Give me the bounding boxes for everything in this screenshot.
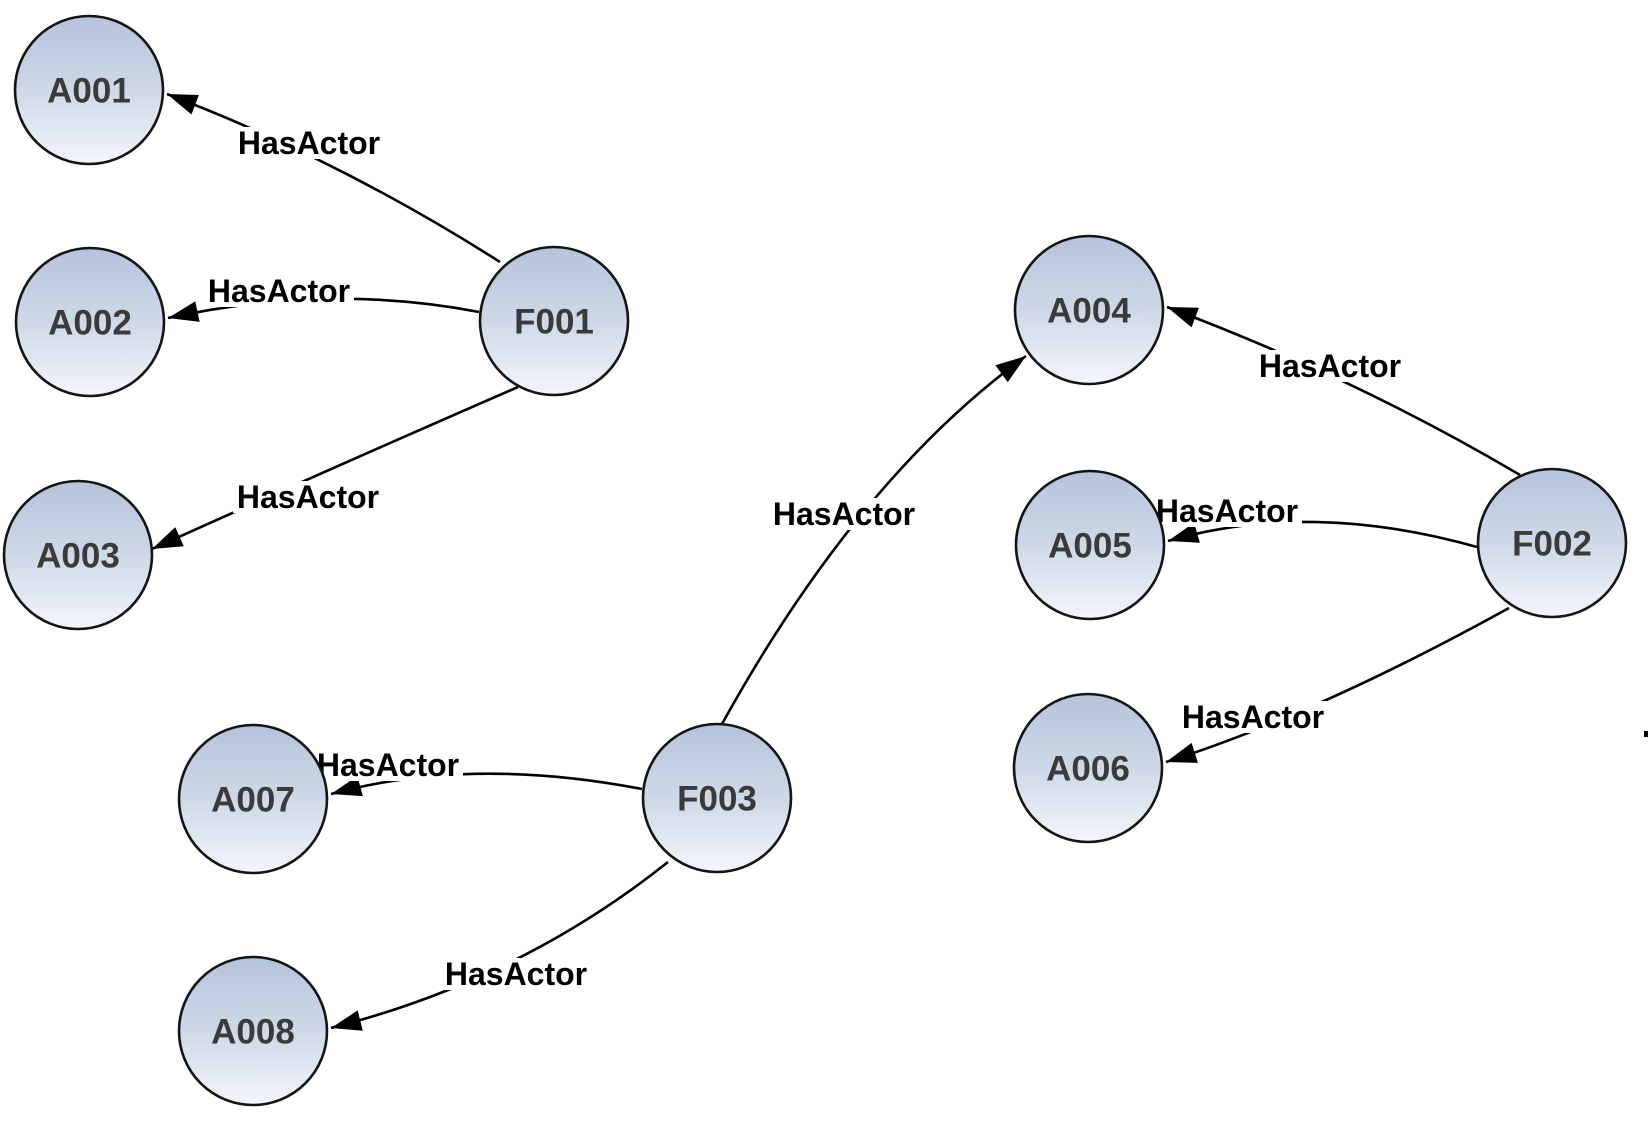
node-circle[interactable] [1476, 467, 1628, 619]
edge-F001-A003 [151, 385, 519, 551]
edge-label-text: HasActor [1156, 493, 1298, 529]
edge-label-background [233, 481, 383, 513]
node-A005[interactable]: A005 [1014, 469, 1166, 621]
node-circle[interactable] [478, 245, 630, 397]
edge-label-background [1255, 350, 1405, 382]
edge-label-background [769, 498, 919, 530]
edge-label-background [1178, 701, 1328, 733]
node-circle[interactable] [177, 955, 329, 1107]
edge-label-F002-A004: HasActor [1255, 348, 1405, 384]
node-circle[interactable] [1012, 692, 1164, 844]
edge-label-text: HasActor [317, 747, 459, 783]
node-F003[interactable]: F003 [641, 722, 793, 874]
node-circle[interactable] [177, 723, 329, 875]
edge-F002-A005 [1167, 520, 1478, 549]
edge-label-F001-A003: HasActor [233, 479, 383, 515]
node-A003[interactable]: A003 [2, 479, 154, 631]
node-circle[interactable] [1014, 469, 1166, 621]
node-A004[interactable]: A004 [1013, 234, 1165, 386]
node-A007[interactable]: A007 [177, 723, 329, 875]
edge-label-background [1152, 495, 1302, 527]
node-F002[interactable]: F002 [1476, 467, 1628, 619]
node-label: A001 [47, 72, 131, 111]
edge-label-F003-A007: HasActor [313, 747, 463, 783]
node-label: A002 [48, 304, 132, 343]
edge-label-F003-A004: HasActor [769, 496, 919, 532]
edge-F002-A004 [1166, 305, 1521, 477]
node-circle[interactable] [13, 14, 165, 166]
edge-label-text: HasActor [773, 496, 915, 532]
edge-label-background [204, 275, 354, 307]
edge-label-background [234, 127, 384, 159]
edge-label-background [313, 749, 463, 781]
node-A008[interactable]: A008 [177, 955, 329, 1107]
node-circle[interactable] [1013, 234, 1165, 386]
edge-label-text: HasActor [445, 956, 587, 992]
node-circle[interactable] [641, 722, 793, 874]
clipped-mark [1644, 731, 1648, 737]
edge-F003-A007 [330, 772, 643, 797]
edge-label-F001-A001: HasActor [234, 125, 384, 161]
edge-label-text: HasActor [208, 273, 350, 309]
node-F001[interactable]: F001 [478, 245, 630, 397]
edge-label-text: HasActor [1182, 699, 1324, 735]
edge-label-text: HasActor [1259, 348, 1401, 384]
node-label: A005 [1048, 527, 1132, 566]
node-label: A006 [1046, 750, 1130, 789]
edge-F002-A006 [1165, 606, 1510, 764]
edge-label-F003-A008: HasActor [441, 956, 591, 992]
edge-label-F002-A006: HasActor [1178, 699, 1328, 735]
node-A001[interactable]: A001 [13, 14, 165, 166]
node-label: A004 [1047, 292, 1131, 331]
node-A006[interactable]: A006 [1012, 692, 1164, 844]
node-circle[interactable] [14, 246, 166, 398]
node-label: A003 [36, 537, 120, 576]
node-label: A008 [211, 1013, 295, 1052]
edge-label-F002-A005: HasActor [1152, 493, 1302, 529]
node-A002[interactable]: A002 [14, 246, 166, 398]
edge-label-F001-A002: HasActor [204, 273, 354, 309]
edge-label-background [441, 958, 591, 990]
node-label: F001 [514, 303, 594, 342]
node-circle[interactable] [2, 479, 154, 631]
edge-label-text: HasActor [237, 479, 379, 515]
node-label: F003 [677, 780, 757, 819]
edge-label-text: HasActor [238, 125, 380, 161]
node-label: A007 [211, 781, 295, 820]
edge-F001-A001 [166, 92, 501, 264]
node-label: F002 [1512, 525, 1592, 564]
